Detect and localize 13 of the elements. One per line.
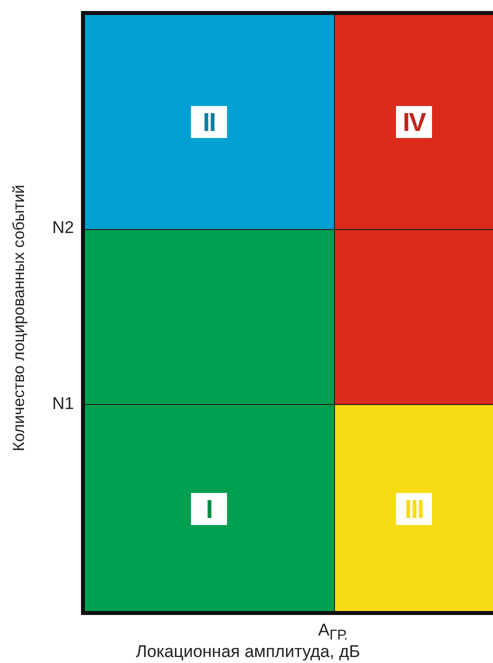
zone-cell — [84, 14, 334, 229]
tick-label: A$_{ГР.}$ — [318, 620, 348, 644]
zone-cell — [84, 404, 334, 612]
tick-label: N2 — [52, 218, 74, 238]
roman-numeral-label: I — [191, 492, 227, 524]
roman-numeral-label: IV — [396, 106, 432, 138]
zone-cell — [334, 14, 493, 229]
roman-numeral-label: III — [396, 492, 432, 524]
zone-cell — [334, 404, 493, 612]
roman-numeral-label: II — [191, 106, 227, 138]
axis-title: Локационная амплитуда, дБ — [136, 642, 360, 662]
tick-label: N1 — [52, 394, 74, 414]
axis-title: Количество лоцированных событий — [11, 184, 29, 452]
